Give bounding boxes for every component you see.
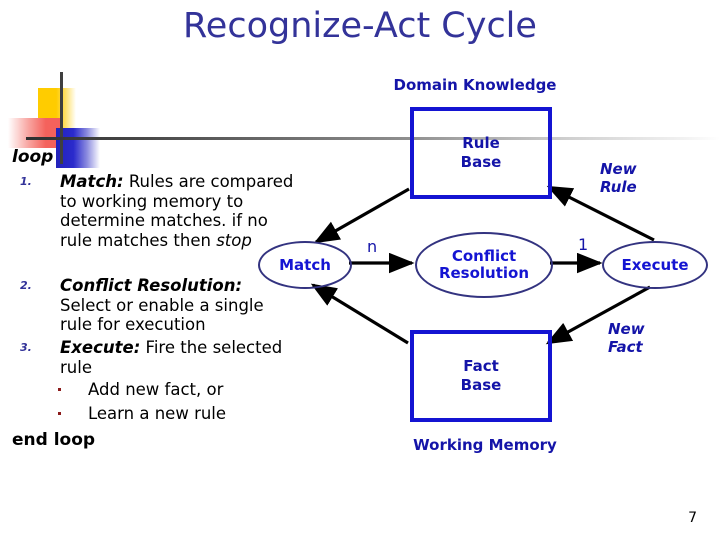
edge-label-n: n (367, 237, 378, 256)
match-node-label: Match (279, 255, 331, 274)
list-item: Learn a new rule (50, 404, 300, 424)
list-item: 3. Execute: Fire the selected rule (16, 338, 298, 377)
decorative-template-graphic (0, 60, 300, 170)
working-memory-label: Working Memory (413, 436, 557, 454)
step-term: Conflict Resolution: (60, 276, 243, 295)
red-square-decoration (8, 118, 62, 148)
edge-label-1: 1 (578, 235, 589, 254)
end-loop-keyword: end loop (12, 430, 96, 450)
rule-base-line2: Base (460, 153, 502, 171)
conflict-node-line2: Resolution (438, 264, 530, 282)
step-term: Execute: (60, 338, 141, 357)
edge-rulebase-to-match (313, 187, 410, 244)
list-item: 2. Conflict Resolution: Select or enable… (16, 276, 298, 335)
list-item-body: Match: Rules are compared to working mem… (60, 172, 298, 250)
domain-knowledge-label: Domain Knowledge (393, 76, 557, 94)
page-title: Recognize-Act Cycle (183, 6, 537, 46)
rule-base-node[interactable]: Rule Base (410, 107, 552, 199)
list-item-number: 2. (20, 279, 32, 292)
edge-factbase-to-match (310, 283, 409, 345)
list-item: Add new fact, or (50, 380, 300, 400)
new-rule-label: New Rule (600, 160, 700, 196)
loop-keyword: loop (12, 147, 54, 167)
list-item-number: 1. (20, 175, 32, 188)
new-rule-line2: Rule (600, 178, 637, 196)
page-number: 7 (688, 510, 697, 526)
list-item-body: Conflict Resolution: Select or enable a … (60, 276, 298, 335)
bullet-dot-icon (58, 412, 61, 415)
step-text: Fire the selected rule (60, 338, 283, 377)
match-node[interactable]: Match (258, 241, 352, 289)
conflict-node-line1: Conflict (451, 247, 517, 265)
list-item: 1. Match: Rules are compared to working … (16, 172, 298, 250)
fact-base-node[interactable]: Fact Base (410, 330, 552, 422)
new-fact-line1: New (608, 320, 645, 338)
step-term: Match: (60, 172, 124, 191)
new-rule-line1: New (600, 160, 637, 178)
fact-base-line2: Base (460, 376, 502, 394)
step-text: Rules are compared to working memory to … (60, 172, 294, 250)
rule-base-line1: Rule (462, 134, 500, 152)
fact-base-line1: Fact (463, 357, 499, 375)
vertical-rule-decoration (60, 72, 63, 164)
blue-square-decoration (56, 128, 100, 168)
procedure-list: loop 1. Match: Rules are compared to wor… (6, 147, 298, 424)
step-emphasis: stop (216, 230, 252, 250)
sub-bullet-text: Add new fact, or (88, 380, 224, 399)
new-fact-label: New Fact (608, 320, 708, 356)
sub-bullet-text: Learn a new rule (88, 404, 227, 423)
execute-node-label: Execute (621, 255, 689, 274)
conflict-resolution-node[interactable]: Conflict Resolution (415, 232, 553, 298)
new-fact-line2: Fact (608, 338, 643, 356)
execute-node[interactable]: Execute (602, 241, 708, 289)
bullet-dot-icon (58, 388, 61, 391)
list-item-body: Execute: Fire the selected rule (60, 338, 298, 377)
horizontal-rule-divider (26, 137, 720, 140)
list-item-number: 3. (20, 341, 32, 354)
step-text: Select or enable a single rule for execu… (60, 295, 264, 335)
